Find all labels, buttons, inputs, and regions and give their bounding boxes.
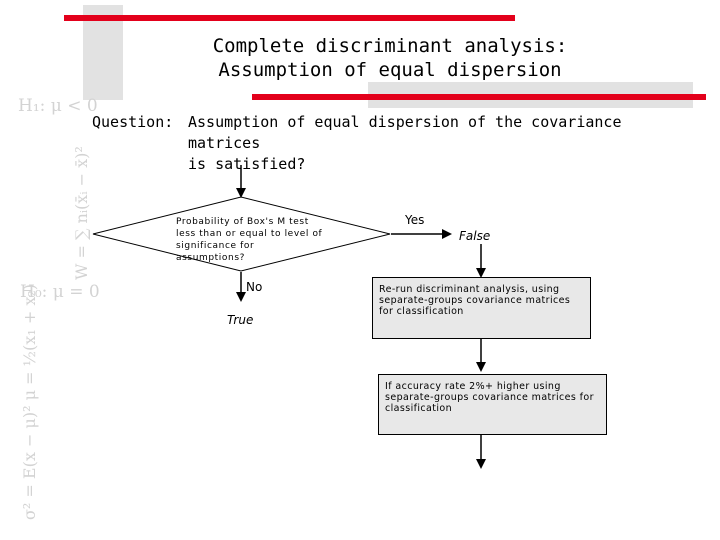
rerun-analysis-box: Re-run discriminant analysis, using sepa… — [372, 277, 591, 339]
question-text-line-2: is satisfied? — [188, 155, 306, 173]
decision-text-line-3: significance for assumptions? — [176, 241, 255, 263]
question-block: Question: Assumption of equal dispersion… — [92, 112, 688, 175]
decision-text: Probability of Box's M test less than or… — [176, 216, 326, 264]
box-1-line-1: Re-run discriminant analysis, using — [379, 284, 560, 295]
no-label: No — [246, 280, 263, 294]
box-2-line-1: If accuracy rate 2%+ higher using — [385, 381, 561, 392]
decision-text-line-1: Probability of Box's M test — [176, 217, 309, 227]
slide-title-line-2: Assumption of equal dispersion — [218, 59, 562, 81]
false-label: False — [459, 229, 491, 243]
question-text-line-1: Assumption of equal dispersion of the co… — [188, 113, 622, 152]
box-2-line-2: separate-groups covariance matrices for — [385, 392, 594, 403]
slide-title: Complete discriminant analysis: Assumpti… — [150, 34, 630, 82]
decor-red-bar-top — [64, 15, 515, 21]
slide-title-line-1: Complete discriminant analysis: — [212, 35, 568, 57]
true-label: True — [227, 313, 254, 327]
question-label: Question: — [92, 113, 174, 131]
box-1-line-2: separate-groups covariance matrices — [379, 295, 571, 306]
box-1-line-3: for classification — [379, 306, 464, 317]
decor-formula-2: H₀: μ = 0 — [20, 282, 100, 302]
box-2-line-3: classification — [385, 403, 453, 414]
accuracy-rate-box: If accuracy rate 2%+ higher using separa… — [378, 374, 607, 435]
decor-formula-1: H₁: μ < 0 — [18, 96, 98, 116]
decision-text-line-2: less than or equal to level of — [176, 229, 323, 239]
yes-label: Yes — [405, 213, 425, 227]
decision-diamond — [92, 196, 391, 272]
decor-red-bar-bottom — [252, 94, 706, 100]
